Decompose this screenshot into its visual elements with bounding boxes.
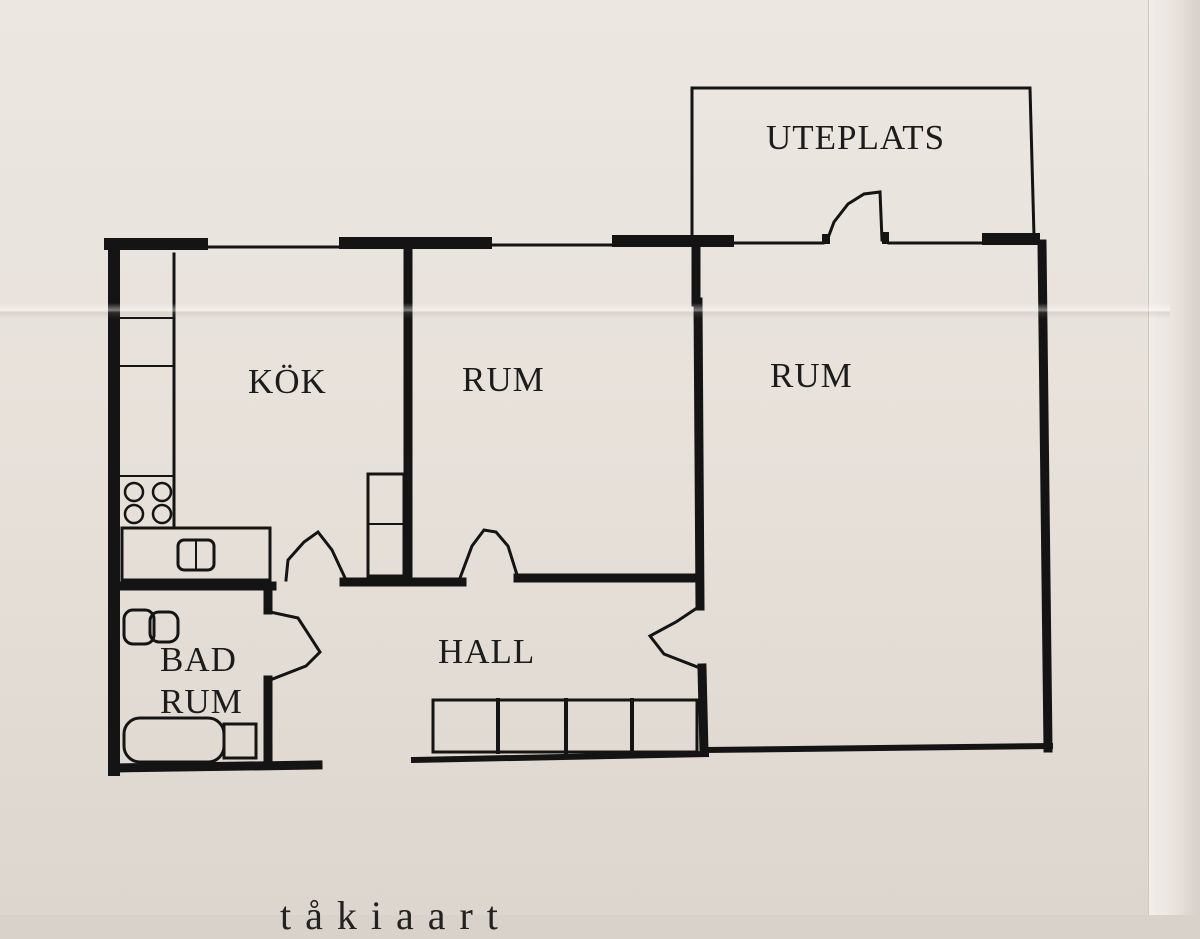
wall-rum-rum <box>693 297 705 611</box>
door-patio <box>826 190 884 242</box>
label-bad: BAD <box>160 640 237 679</box>
door-jamb <box>822 234 830 244</box>
door-bad <box>268 610 322 682</box>
door-rum-middle <box>458 528 520 580</box>
patio-outline <box>690 86 1036 240</box>
door-jamb <box>882 232 889 244</box>
washbasin <box>122 608 156 646</box>
paper-edge <box>1148 0 1200 915</box>
toilet <box>148 610 180 644</box>
stove-burner <box>123 481 145 503</box>
label-kok: KÖK <box>248 362 327 401</box>
bath-cabinet <box>222 722 258 760</box>
wall-rum-hall-right <box>697 663 709 757</box>
wall-south-left <box>109 760 323 773</box>
wall-east <box>1037 239 1053 753</box>
label-uteplats: UTEPLATS <box>766 118 946 157</box>
stove-burner <box>151 503 173 525</box>
wall-south-right <box>702 742 1054 754</box>
stove-burner <box>151 481 173 503</box>
cut-off-caption: t å k i a a r t <box>280 893 500 938</box>
label-bad-rum: RUM <box>160 682 243 721</box>
door-rum-right <box>647 603 703 670</box>
floor-plan <box>104 86 1054 776</box>
stove-burner <box>123 503 145 525</box>
bathtub <box>122 716 226 764</box>
wall-south-mid <box>410 750 710 764</box>
kitchen-sink-counter <box>120 526 272 582</box>
door-kok <box>284 529 348 582</box>
label-rum-right: RUM <box>770 356 853 395</box>
kitchen-sink <box>176 538 216 572</box>
label-rum-middle: RUM <box>462 360 545 399</box>
paper-fold <box>0 303 1170 319</box>
label-hall: HALL <box>438 632 536 671</box>
